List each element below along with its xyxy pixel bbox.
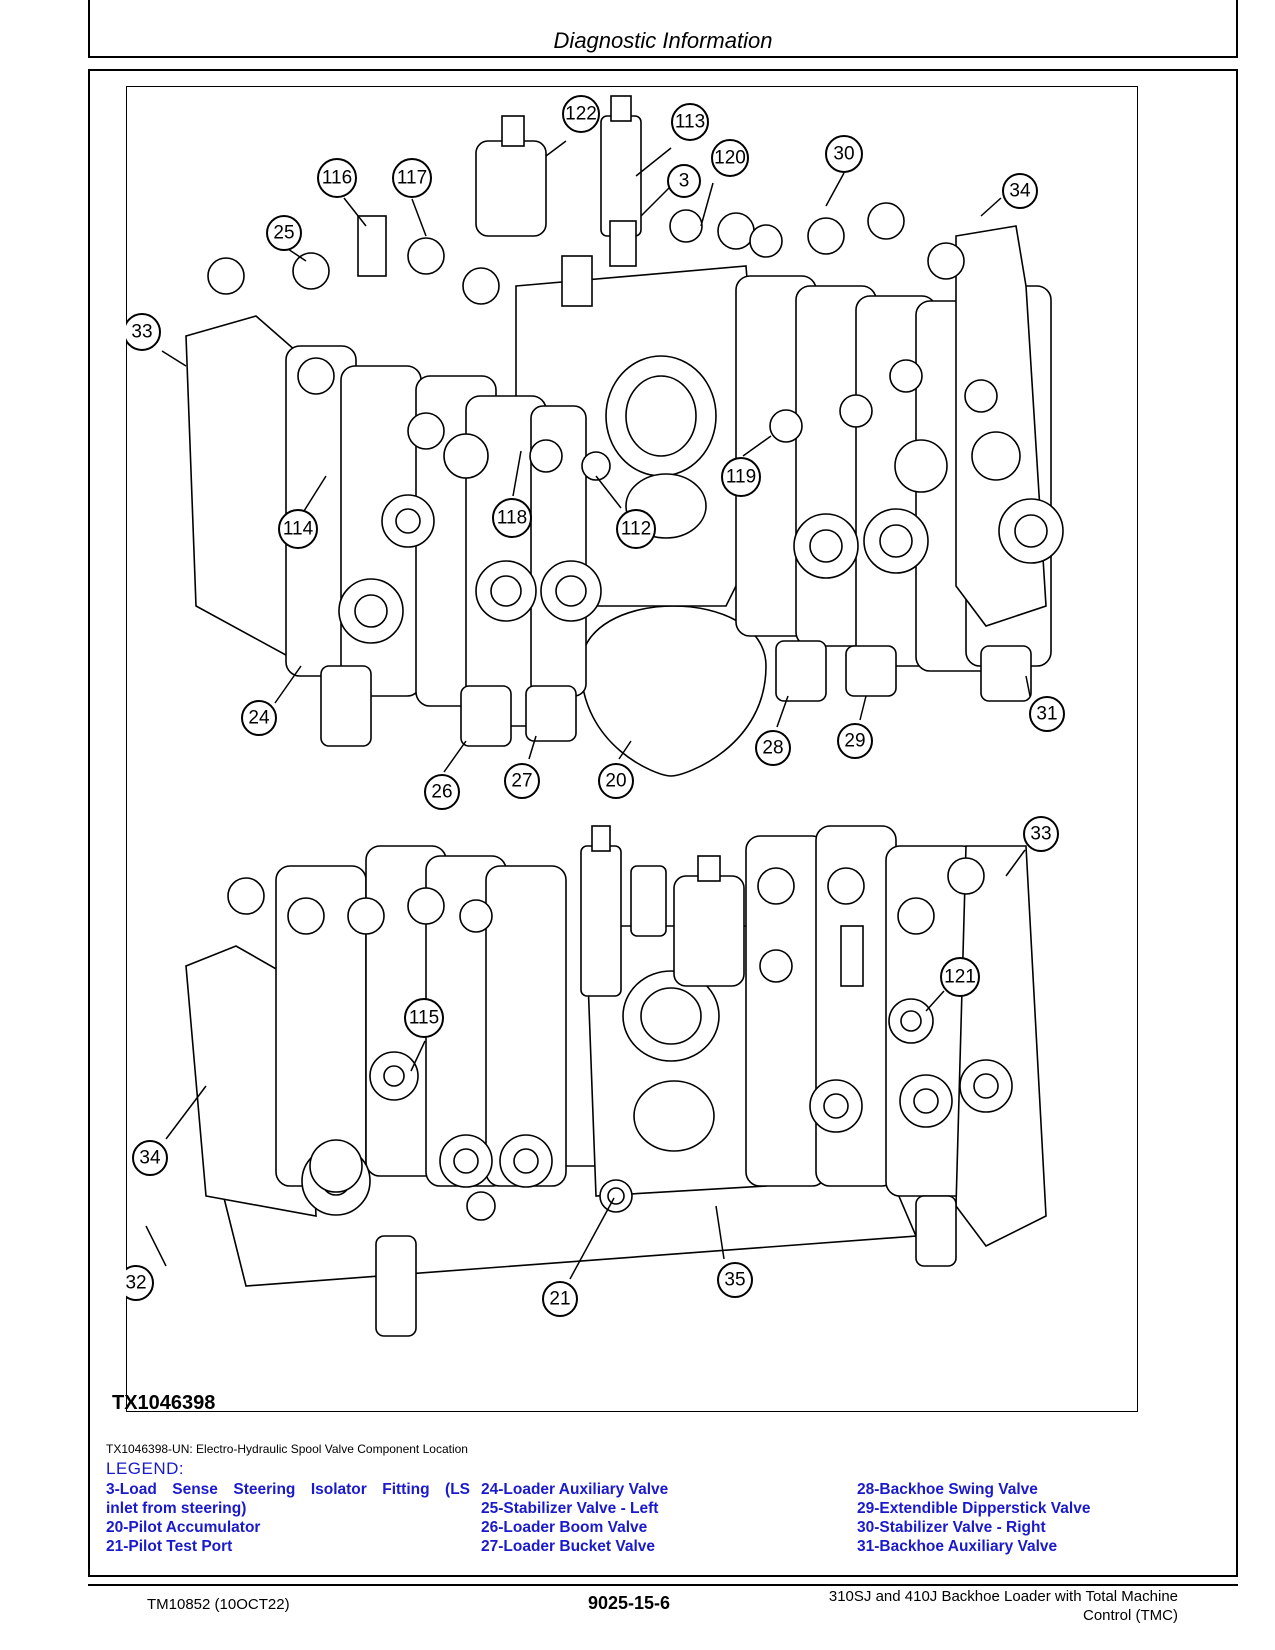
legend-column-3: 28-Backhoe Swing Valve 29-Extendible Dip… <box>857 1480 1090 1556</box>
svg-text:29: 29 <box>844 731 865 752</box>
figure-caption: TX1046398-UN: Electro-Hydraulic Spool Va… <box>106 1442 468 1456</box>
top-valve-assembly <box>185 95 1064 777</box>
footer-divider <box>88 1584 1238 1586</box>
callout-32: 32 <box>126 1265 154 1301</box>
callout-115: 115 <box>404 998 444 1038</box>
callout-3: 3 <box>667 164 701 198</box>
svg-text:118: 118 <box>497 508 527 529</box>
svg-text:120: 120 <box>714 148 746 169</box>
callout-113: 113 <box>671 103 709 141</box>
svg-text:122: 122 <box>565 104 597 125</box>
footer-title-line: 310SJ and 410J Backhoe Loader with Total… <box>828 1588 1178 1605</box>
footer-manual-title: 310SJ and 410J Backhoe Loader with Total… <box>760 1587 1178 1625</box>
figure-id-label: TX1046398 <box>112 1392 216 1414</box>
bottom-valve-assembly <box>185 825 1047 1337</box>
svg-text:119: 119 <box>726 467 756 488</box>
callout-121: 121 <box>940 957 980 997</box>
callout-118: 118 <box>492 498 532 538</box>
callout-117: 117 <box>392 158 432 198</box>
legend-item: 21-Pilot Test Port <box>106 1538 233 1555</box>
svg-text:116: 116 <box>322 168 352 189</box>
svg-text:21: 21 <box>549 1289 570 1310</box>
legend-column-2: 24-Loader Auxiliary Valve 25-Stabilizer … <box>481 1480 668 1556</box>
valve-illustration: 122 113 3 120 30 34 116 117 25 33 114 11… <box>126 95 1065 1337</box>
header-frame: Diagnostic Information <box>88 0 1238 58</box>
svg-text:114: 114 <box>283 519 314 540</box>
legend-item: 26-Loader Boom Valve <box>481 1519 648 1536</box>
legend-item: inlet from steering) <box>106 1500 247 1517</box>
svg-text:34: 34 <box>1009 181 1031 202</box>
svg-text:113: 113 <box>675 112 705 133</box>
svg-text:121: 121 <box>944 967 976 988</box>
svg-text:25: 25 <box>273 223 294 244</box>
callout-34-top: 34 <box>1002 173 1038 209</box>
svg-text:115: 115 <box>409 1008 439 1029</box>
page-header-title: Diagnostic Information <box>553 28 773 53</box>
svg-text:31: 31 <box>1036 704 1057 725</box>
legend-item: 30-Stabilizer Valve - Right <box>857 1519 1046 1536</box>
legend-item: 25-Stabilizer Valve - Left <box>481 1500 659 1517</box>
footer-page-number: 9025-15-6 <box>588 1593 671 1613</box>
callout-25: 25 <box>266 215 302 251</box>
svg-text:24: 24 <box>248 708 270 729</box>
footer-manual-id: TM10852 (10OCT22) <box>147 1596 290 1613</box>
svg-text:26: 26 <box>431 782 452 803</box>
callout-33-top: 33 <box>126 313 161 351</box>
callout-114: 114 <box>278 509 318 549</box>
svg-text:33: 33 <box>1030 824 1051 845</box>
svg-text:30: 30 <box>833 144 854 165</box>
callout-34-bottom: 34 <box>132 1140 168 1176</box>
svg-text:35: 35 <box>724 1270 745 1291</box>
callout-31: 31 <box>1029 696 1065 732</box>
svg-text:112: 112 <box>621 519 651 540</box>
legend-item: 31-Backhoe Auxiliary Valve <box>857 1538 1058 1555</box>
callout-112: 112 <box>616 509 656 549</box>
callout-119: 119 <box>721 457 761 497</box>
callout-116: 116 <box>317 158 357 198</box>
legend-item: 20-Pilot Accumulator <box>106 1519 261 1536</box>
legend-column-1: 3-Load Sense Steering Isolator Fitting (… <box>106 1480 470 1556</box>
svg-text:27: 27 <box>511 771 532 792</box>
legend-item: 3-Load Sense Steering Isolator Fitting (… <box>106 1481 470 1498</box>
callout-28: 28 <box>755 730 791 766</box>
callout-21: 21 <box>542 1281 578 1317</box>
callout-122: 122 <box>562 95 600 133</box>
legend-item: 24-Loader Auxiliary Valve <box>481 1481 669 1498</box>
svg-text:117: 117 <box>397 168 427 189</box>
svg-text:33: 33 <box>131 322 152 343</box>
callout-24: 24 <box>241 700 277 736</box>
svg-text:34: 34 <box>139 1148 161 1169</box>
callout-33-bottom: 33 <box>1023 816 1059 852</box>
content-frame <box>88 69 1238 1577</box>
callout-20: 20 <box>598 763 634 799</box>
callout-leaders <box>145 140 1031 1280</box>
callout-26: 26 <box>424 774 460 810</box>
callout-30: 30 <box>825 135 863 173</box>
legend-item: 28-Backhoe Swing Valve <box>857 1481 1038 1498</box>
legend-title: LEGEND: <box>106 1459 185 1478</box>
legend-item: 27-Loader Bucket Valve <box>481 1538 656 1555</box>
svg-text:3: 3 <box>679 171 690 192</box>
callout-35: 35 <box>717 1262 753 1298</box>
svg-text:20: 20 <box>605 771 626 792</box>
callout-29: 29 <box>837 723 873 759</box>
svg-text:28: 28 <box>762 738 783 759</box>
footer-title-line: Control (TMC) <box>1082 1607 1178 1624</box>
svg-text:32: 32 <box>126 1273 147 1294</box>
callout-120: 120 <box>711 139 749 177</box>
legend-item: 29-Extendible Dipperstick Valve <box>857 1500 1091 1517</box>
callout-27: 27 <box>504 763 540 799</box>
